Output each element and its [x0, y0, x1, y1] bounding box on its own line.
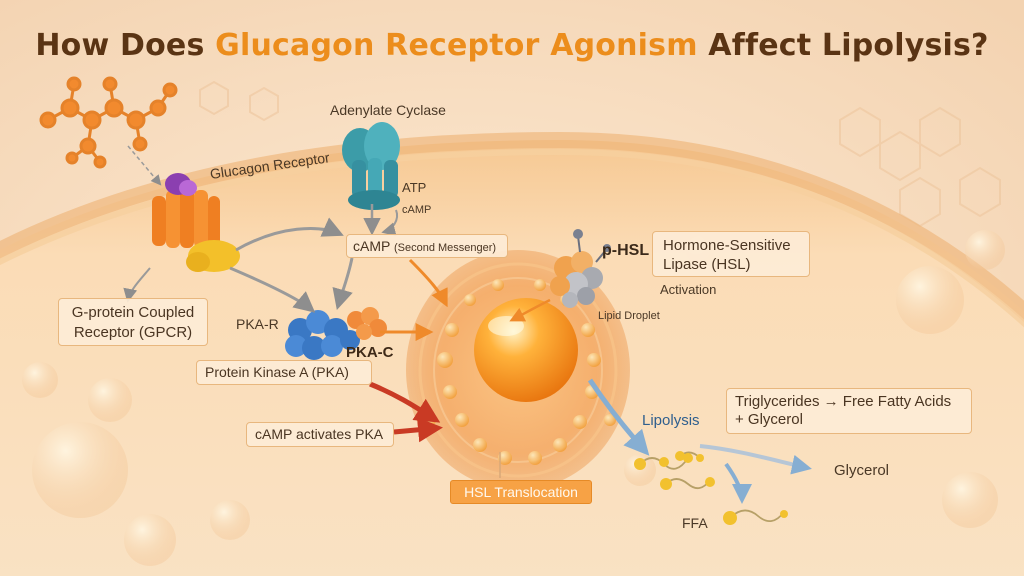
title-part-2: Affect Lipolysis?: [697, 28, 989, 63]
lipid-droplet-label: Lipid Droplet: [598, 310, 660, 322]
background-bubbles: [22, 230, 1005, 566]
glucagon-molecule: [39, 76, 178, 169]
pka-label: Protein Kinase A (PKA): [196, 360, 372, 385]
title-part-1: How Does: [35, 28, 216, 63]
atp-label: ATP: [402, 180, 427, 195]
triglycerides-line-2: + Glycerol: [735, 411, 803, 428]
glucagon-receptor-protein: [152, 173, 240, 272]
gpcr-label: G-protein Coupled Receptor (GPCR): [58, 298, 208, 346]
glycerol-label: Glycerol: [834, 462, 890, 479]
camp-main-text: cAMP: [353, 238, 391, 254]
background-molecule-pattern: [199, 80, 1001, 228]
lipolysis-label: Lipolysis: [642, 412, 700, 429]
lipid-droplet-organelle: [406, 250, 630, 490]
ffa-label: FFA: [682, 515, 708, 531]
camp-second-messenger-label: cAMP (Second Messenger): [346, 234, 508, 258]
hsl-line-2: Lipase (HSL): [663, 256, 751, 273]
activation-label: Activation: [660, 282, 717, 297]
adenylate-cyclase-protein: [342, 122, 400, 210]
ffa-molecules: [634, 451, 788, 525]
gpcr-line-1: G-protein Coupled: [71, 304, 195, 321]
camp-note-text: (Second Messenger): [393, 242, 497, 254]
gpcr-line-2: Receptor (GPCR): [73, 324, 193, 341]
triglycerides-line-1: Triglycerides → Free Fatty Acids: [735, 393, 952, 410]
hsl-translocation-label: HSL Translocation: [450, 480, 592, 504]
p-hsl-label: p-HSL: [602, 242, 650, 259]
p-hsl-protein: [550, 229, 611, 308]
binding-arrow: [127, 145, 162, 186]
pathway-arrows: [123, 204, 812, 504]
cell-membrane: [0, 131, 1024, 323]
pka-r-label: PKA-R: [236, 316, 279, 332]
pka-complex: [285, 307, 387, 360]
adenylate-cyclase-label: Adenylate Cyclase: [330, 102, 446, 118]
hsl-label: Hormone-Sensitive Lipase (HSL): [652, 231, 810, 277]
triglycerides-label: Triglycerides → Free Fatty Acids + Glyce…: [726, 388, 972, 434]
hsl-line-1: Hormone-Sensitive: [663, 237, 791, 254]
title-highlight: Glucagon Receptor Agonism: [215, 28, 698, 63]
pka-c-label: PKA-C: [346, 344, 394, 361]
page-title: How Does Glucagon Receptor Agonism Affec…: [0, 28, 1024, 63]
camp-small-label: cAMP: [402, 204, 432, 216]
camp-activates-pka-label: cAMP activates PKA: [246, 422, 394, 447]
